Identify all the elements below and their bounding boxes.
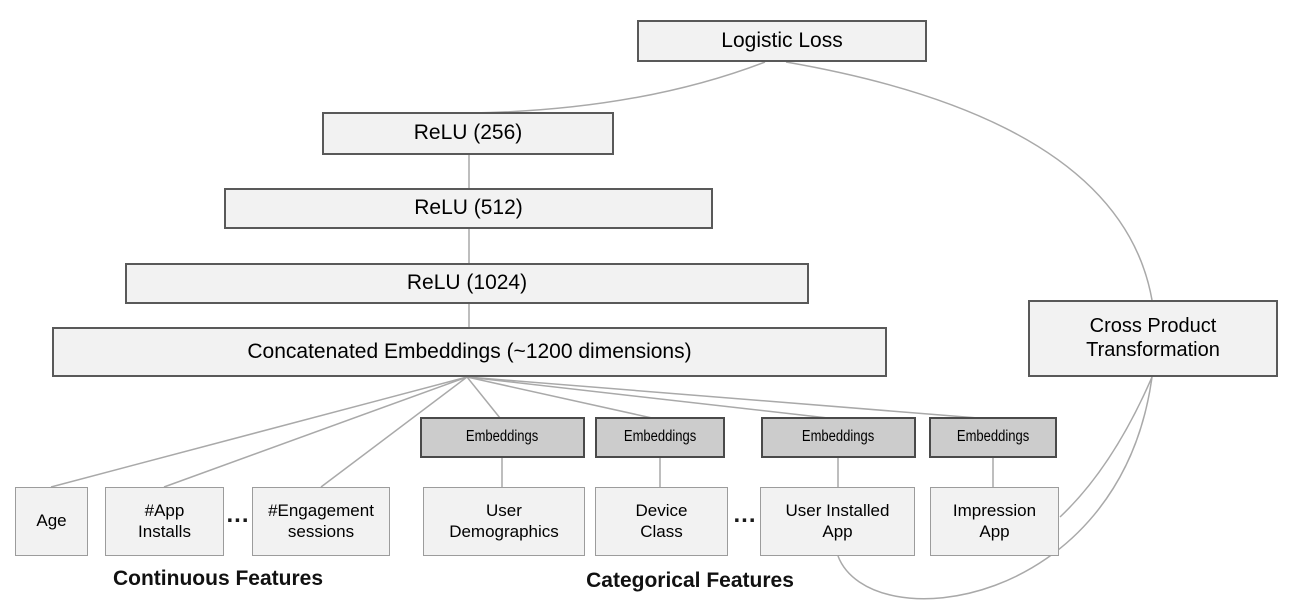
edge-concat-engagement [320, 376, 468, 488]
ellipsis-continuous: ... [226, 501, 250, 528]
node-embeddings-user-demographics: Embeddings [420, 417, 585, 458]
embeddings-label: Embeddings [623, 428, 697, 446]
edge-concat-embedding2 [466, 376, 653, 419]
edge-concat-app-installs [163, 376, 468, 488]
user-demographics-line1: User [486, 501, 522, 521]
app-installs-line1: #App [144, 501, 185, 521]
cross-product-line1: Cross Product [1089, 314, 1217, 337]
impression-app-line2: App [979, 521, 1010, 541]
device-class-line2: Class [640, 521, 683, 541]
ellipsis-categorical: ... [733, 501, 757, 528]
node-user-demographics: User Demographics [423, 487, 585, 556]
node-relu-512: ReLU (512) [224, 188, 713, 229]
node-embeddings-device-class: Embeddings [595, 417, 725, 458]
edge-concat-age [50, 376, 468, 488]
cross-product-line2: Transformation [1086, 338, 1220, 361]
embeddings-label: Embeddings [466, 428, 539, 446]
engagement-line2: sessions [287, 521, 355, 541]
node-embeddings-user-installed-app: Embeddings [761, 417, 916, 458]
node-logistic-loss: Logistic Loss [637, 20, 927, 62]
embeddings-label: Embeddings [802, 428, 875, 446]
engagement-line1: #Engagement [268, 501, 374, 521]
node-embeddings-impression-app: Embeddings [929, 417, 1057, 458]
node-concatenated-embeddings: Concatenated Embeddings (~1200 dimension… [52, 327, 887, 377]
node-impression-app: Impression App [930, 487, 1059, 556]
impression-app-line1: Impression [952, 501, 1037, 521]
app-installs-line2: Installs [138, 521, 191, 541]
device-class-line1: Device [635, 501, 688, 521]
edge-crossproduct-impression-app [1059, 376, 1153, 518]
edge-concat-embedding1 [466, 376, 501, 419]
user-installed-app-line2: App [822, 521, 853, 541]
label-continuous-features: Continuous Features [112, 567, 323, 590]
embeddings-label: Embeddings [956, 428, 1030, 446]
edge-crossproduct-user-installed-app [837, 376, 1153, 600]
node-user-installed-app: User Installed App [760, 487, 915, 556]
node-app-installs: #App Installs [105, 487, 224, 556]
edge-concat-embedding3 [466, 376, 829, 419]
node-engagement-sessions: #Engagement sessions [252, 487, 390, 556]
node-cross-product-transformation: Cross Product Transformation [1028, 300, 1278, 377]
edge-loss-to-crossproduct [785, 61, 1153, 301]
user-installed-app-line1: User Installed [785, 501, 890, 521]
label-categorical-features: Categorical Features [586, 569, 794, 592]
node-age: Age [15, 487, 88, 556]
edge-loss-to-relu256 [471, 61, 766, 114]
edge-concat-embedding4 [466, 376, 979, 419]
node-relu-256: ReLU (256) [322, 112, 614, 155]
user-demographics-line2: Demographics [449, 521, 559, 541]
node-device-class: Device Class [595, 487, 728, 556]
node-relu-1024: ReLU (1024) [125, 263, 809, 304]
